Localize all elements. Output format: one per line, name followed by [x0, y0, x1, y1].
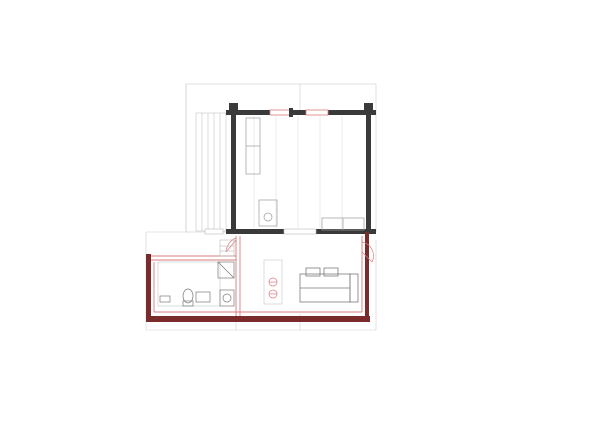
- washer: [219, 289, 235, 307]
- site-outline-lines: [145, 83, 377, 331]
- annex-new-walls: [146, 232, 370, 322]
- toilet: [182, 288, 194, 304]
- kitchen-fixtures: [263, 259, 283, 305]
- shower-tray: [217, 261, 235, 279]
- annex-bed-sofa: [299, 267, 359, 303]
- stove: [258, 199, 278, 227]
- bathroom-fixtures: [157, 261, 235, 307]
- stair-hatching: [195, 112, 233, 232]
- main-room-furniture: [245, 117, 365, 231]
- door-swings: [225, 237, 374, 263]
- washbasin: [195, 291, 211, 303]
- entry-steps: [219, 239, 235, 257]
- top-windows: [269, 108, 329, 117]
- interior-door-opening: [204, 228, 317, 235]
- main-room-walls: [226, 103, 376, 234]
- floorboard-lines: [253, 116, 343, 228]
